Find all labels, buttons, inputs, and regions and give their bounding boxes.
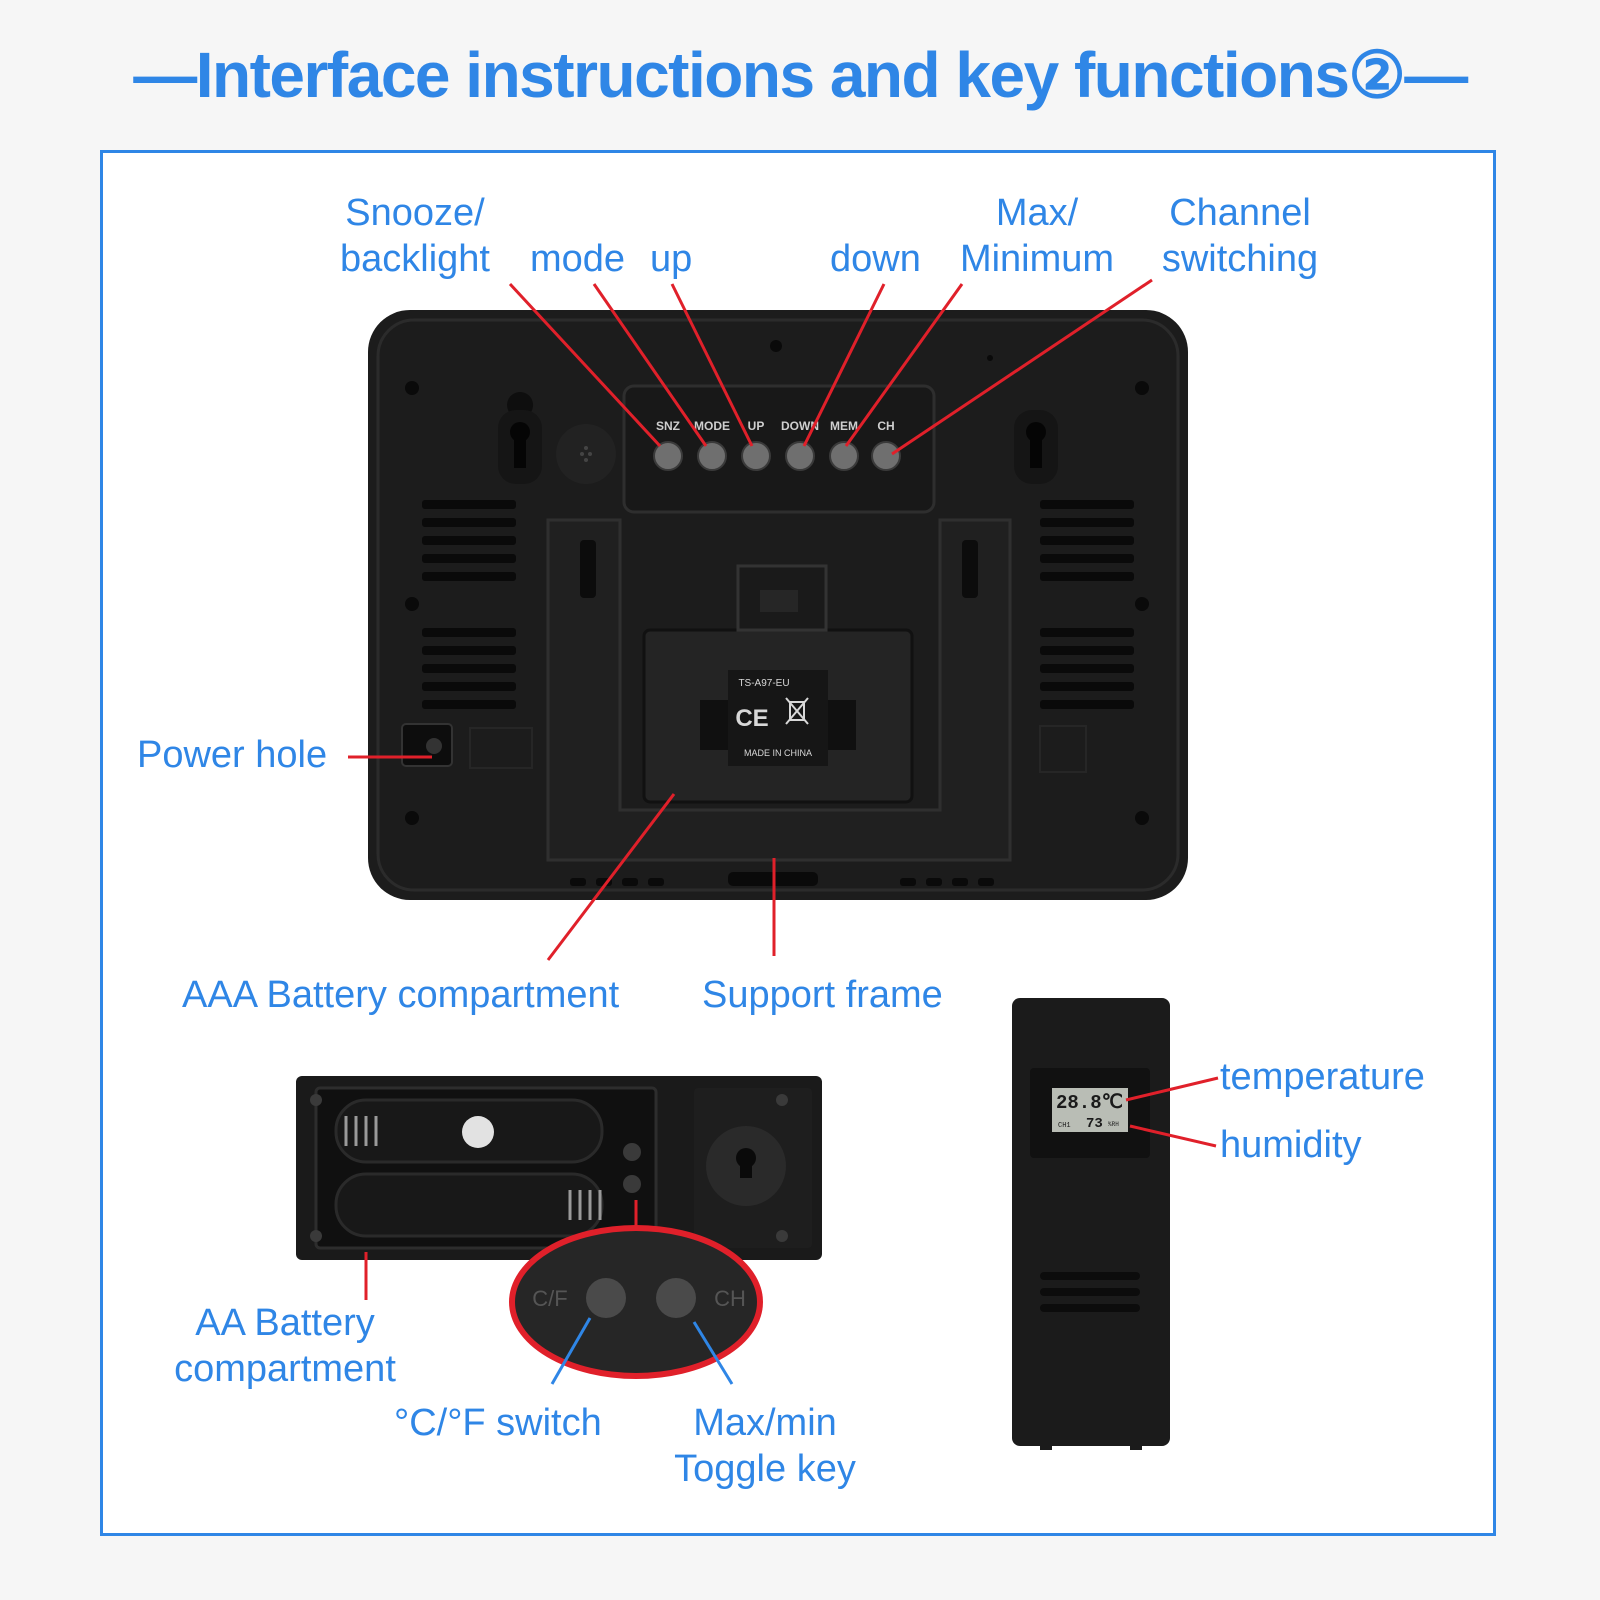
snooze-backlight-label: Snooze/ backlight (330, 190, 500, 282)
button-panel (622, 384, 936, 514)
cf-switch-label: °C/°F switch (394, 1402, 602, 1444)
sensor-battery-compartment (296, 1076, 822, 1260)
screw-hole (1135, 381, 1149, 395)
label-line: backlight (340, 238, 490, 280)
channel-switching-label: Channel switching (1150, 190, 1330, 282)
aa-battery-label: AA Battery compartment (150, 1300, 420, 1392)
screw-hole (405, 811, 419, 825)
button-label: DOWN (781, 419, 819, 433)
pointer-lines (348, 278, 1219, 1300)
button-label: CH (877, 419, 894, 433)
sensor-lcd (1052, 1088, 1128, 1132)
humidity-label: humidity (1220, 1124, 1362, 1166)
screw-hole (1135, 811, 1149, 825)
label-line: Max/min (693, 1402, 837, 1444)
mem-button (829, 441, 859, 471)
mode-button (697, 441, 727, 471)
remote-sensor: 28.8℃ CH1 73 %RH (1012, 998, 1170, 1450)
button-label: SNZ (656, 419, 680, 433)
screw-hole (405, 597, 419, 611)
screw-hole (405, 381, 419, 395)
switch-label: CH (714, 1286, 746, 1311)
label-line: Channel (1169, 192, 1311, 234)
weee-icon (785, 697, 809, 725)
label-line: Snooze/ (345, 192, 485, 234)
made-in-text: MADE IN CHINA (744, 748, 812, 758)
power-hole-label: Power hole (137, 734, 328, 776)
button-label: MEM (830, 419, 858, 433)
down-button (785, 441, 815, 471)
switch-pointers (550, 1317, 734, 1385)
label-line: Minimum (959, 238, 1115, 280)
snz-button (653, 441, 683, 471)
temperature-label: temperature (1220, 1056, 1425, 1098)
lcd-temperature: 28.8℃ (1056, 1092, 1123, 1114)
label-line: compartment (174, 1348, 396, 1390)
support-frame-label: Support frame (702, 974, 943, 1016)
label-line: switching (1161, 238, 1319, 280)
up-label: up (650, 238, 693, 280)
ce-mark: CE (735, 705, 768, 732)
screw-hole (1135, 597, 1149, 611)
max-minimum-label: Max/ Minimum (952, 190, 1122, 282)
sensor-body (1012, 998, 1170, 1446)
page-title: —Interface instructions and key function… (133, 39, 1468, 111)
switch-zoom-callout: C/F CH (509, 1225, 763, 1379)
button-label: UP (748, 419, 765, 433)
weather-station-back: SNZ MODE UP DOWN MEM CH TS-A97-EU CE (368, 310, 1188, 900)
up-button (741, 441, 771, 471)
maxmin-toggle-label: Max/min Toggle key (660, 1400, 870, 1492)
lcd-humidity: 73 (1086, 1116, 1103, 1132)
mode-label: mode (530, 238, 626, 280)
label-line: Toggle key (674, 1448, 856, 1490)
down-label: down (830, 238, 921, 280)
model-text: TS-A97-EU (738, 678, 789, 689)
cf-switch-button (586, 1278, 626, 1318)
label-line: AA Battery (195, 1302, 375, 1344)
aaa-battery-label: AAA Battery compartment (182, 974, 620, 1016)
switch-label: C/F (532, 1286, 567, 1311)
ch-button (871, 441, 901, 471)
button-label: MODE (694, 419, 730, 433)
lcd-humidity-unit: %RH (1108, 1121, 1119, 1128)
lcd-channel: CH1 (1058, 1122, 1071, 1130)
maxmin-toggle-button (656, 1278, 696, 1318)
aa-battery (334, 1172, 604, 1238)
label-line: Max/ (995, 192, 1079, 234)
